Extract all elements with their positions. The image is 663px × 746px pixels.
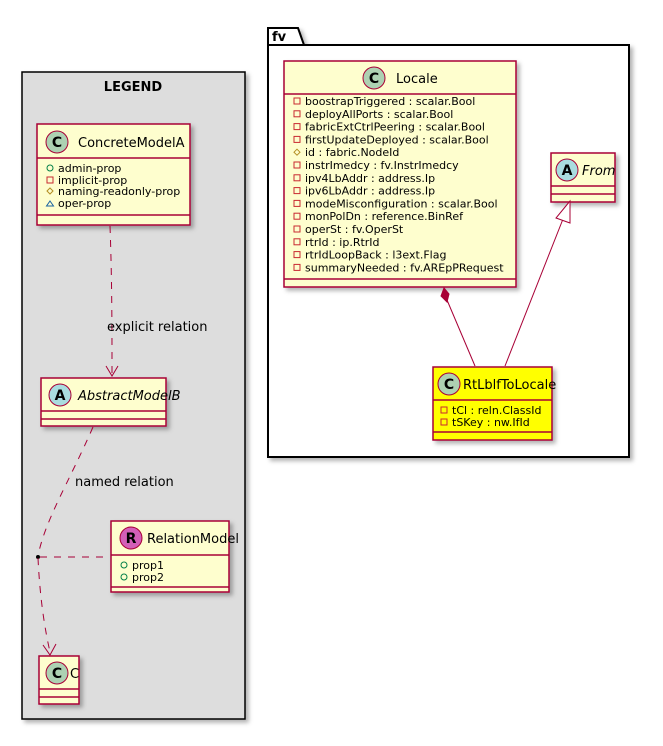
stereo-letter: A [562, 163, 573, 179]
concrete-model-a-class[interactable]: C ConcreteModelA admin-prop implicit-pro… [36, 123, 191, 226]
c-class[interactable]: C C [38, 655, 80, 705]
stereo-letter: C [369, 71, 379, 87]
class-c-icon [437, 372, 461, 396]
member: operSt : fv.OperSt [305, 223, 404, 236]
package-private-icon [45, 200, 55, 207]
class-name: Locale [396, 72, 438, 87]
stereo-letter: A [55, 388, 66, 404]
protected-icon [46, 187, 54, 195]
private-icon [46, 176, 54, 184]
class-c-icon [362, 66, 386, 90]
abstract-model-b-class[interactable]: A AbstractModelB [40, 377, 181, 427]
class-name: C [70, 667, 79, 682]
private-icon [293, 97, 301, 105]
member: boostrapTriggered : scalar.Bool [305, 95, 475, 108]
explicit-relation-edge: explicit relation [105, 225, 207, 377]
member: deployAllPorts : scalar.Bool [305, 108, 453, 121]
package-name: fv [272, 30, 287, 45]
private-icon [440, 406, 448, 414]
member: fabricExtCtrlPeering : scalar.Bool [305, 121, 485, 134]
member: instrImedcy : fv.InstrImedcy [305, 159, 459, 172]
composition-diamond-icon [440, 287, 450, 303]
member: oper-prop [58, 197, 111, 210]
public-icon [120, 573, 128, 581]
member: tCl : reln.ClassId [452, 404, 542, 417]
private-icon [293, 212, 301, 220]
private-icon [293, 225, 301, 233]
stereo-letter: C [52, 135, 62, 151]
member: firstUpdateDeployed : scalar.Bool [305, 133, 489, 146]
inheritance-edge [504, 199, 571, 367]
class-name: From [582, 164, 615, 179]
member: monPolDn : reference.BinRef [305, 210, 464, 223]
private-icon [293, 110, 301, 118]
from-class[interactable]: A From [550, 152, 616, 203]
protected-icon [293, 148, 301, 156]
public-icon [120, 561, 128, 569]
explicit-relation-label: explicit relation [107, 320, 207, 335]
member: prop1 [132, 559, 164, 572]
named-relation-label: named relation [75, 475, 174, 490]
class-name: RtLblfToLocale [463, 378, 556, 393]
member: tSKey : nw.IfId [452, 416, 530, 429]
class-name: ConcreteModelA [78, 136, 185, 151]
inheritance-arrow-icon [555, 199, 571, 224]
composition-edge [440, 287, 476, 367]
class-a-icon [48, 383, 72, 407]
member: rtrIdLoopBack : l3ext.Flag [305, 249, 446, 262]
member: id : fabric.NodeId [305, 146, 399, 159]
locale-member-list: boostrapTriggered : scalar.BooldeployAll… [293, 95, 504, 274]
class-name: AbstractModelB [77, 389, 181, 404]
class-a-icon [555, 158, 579, 182]
private-icon [293, 161, 301, 169]
association-point [36, 555, 40, 559]
private-icon [293, 174, 301, 182]
stereo-letter: C [52, 666, 62, 682]
member: summaryNeeded : fv.AREpPRequest [305, 261, 504, 274]
locale-class[interactable]: C Locale boostrapTriggered : scalar.Bool… [283, 60, 517, 288]
stereo-letter: C [444, 377, 454, 393]
relation-model-class[interactable]: R RelationModel prop1 prop2 [110, 520, 239, 593]
private-icon [293, 251, 301, 259]
private-icon [293, 238, 301, 246]
private-icon [293, 123, 301, 131]
private-icon [293, 135, 301, 143]
class-c-icon [45, 130, 69, 154]
named-relation-edge: named relation [36, 426, 174, 656]
private-icon [440, 418, 448, 426]
class-c-icon [45, 661, 69, 685]
member: admin-prop [58, 162, 121, 175]
member: ipv4LbAddr : address.Ip [305, 172, 435, 185]
private-icon [293, 187, 301, 195]
rtlblftolocale-class[interactable]: C RtLblfToLocale tCl : reln.ClassId tSKe… [432, 366, 556, 441]
class-r-icon [119, 526, 143, 550]
member: implicit-prop [58, 174, 127, 187]
member: prop2 [132, 571, 164, 584]
private-icon [293, 263, 301, 271]
member: ipv6LbAddr : address.Ip [305, 185, 435, 198]
private-icon [293, 199, 301, 207]
public-icon [46, 164, 54, 172]
member: rtrId : ip.RtrId [305, 236, 380, 249]
member: modeMisconfiguration : scalar.Bool [305, 197, 498, 210]
member: naming-readonly-prop [58, 185, 180, 198]
legend-title: LEGEND [104, 80, 163, 95]
class-name: RelationModel [147, 532, 239, 547]
stereo-letter: R [126, 531, 137, 547]
